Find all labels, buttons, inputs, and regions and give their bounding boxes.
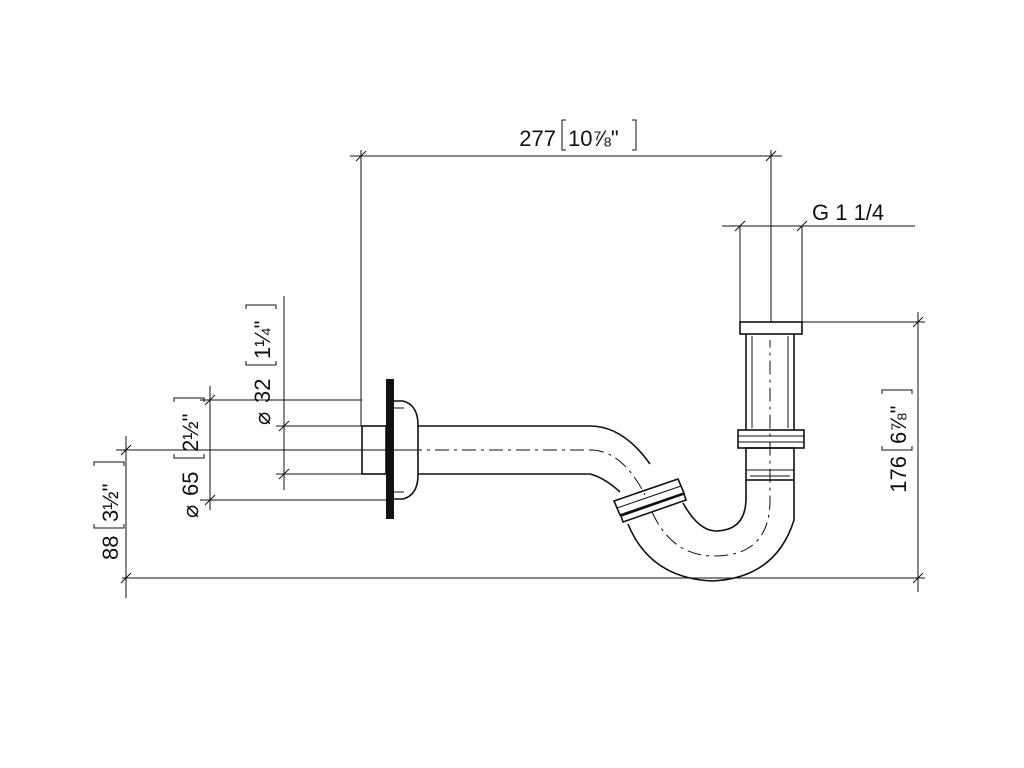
dim-rosette-diameter-inch: 2½"	[178, 414, 203, 452]
dim-width: 277 10⅞"	[350, 119, 782, 426]
dim-pipe-diameter: ⌀ 32 1¼"	[245, 296, 386, 501]
dim-axis-height: 88 3½"	[93, 436, 408, 598]
dim-height: 176 6⅞"	[802, 312, 925, 592]
dim-pipe-diameter-mm: 32	[250, 379, 275, 403]
horizontal-pipe	[418, 425, 651, 493]
dim-axis-height-mm: 88	[98, 536, 123, 560]
dim-pipe-diameter-inch: 1¼"	[250, 321, 275, 359]
dim-width-mm: 277	[519, 126, 556, 151]
u-bend	[627, 480, 795, 582]
dim-pipe-diameter-symbol: ⌀	[250, 412, 275, 425]
dim-height-inch: 6⅞"	[886, 406, 911, 444]
dim-thread: G 1 1/4	[722, 200, 915, 232]
vertical-riser	[737, 321, 805, 481]
dim-rosette-diameter: ⌀ 65 2½"	[173, 386, 284, 518]
dim-rosette-diameter-mm: 65	[178, 472, 203, 496]
center-lines	[408, 340, 771, 557]
wall-plate	[386, 379, 394, 519]
elbow-nut	[612, 478, 688, 524]
tailpiece	[739, 226, 803, 322]
dim-height-mm: 176	[886, 456, 911, 493]
dim-width-inch: 10⅞"	[568, 126, 619, 151]
dim-axis-height-inch: 3½"	[98, 484, 123, 522]
dim-rosette-diameter-symbol: ⌀	[178, 505, 203, 518]
dim-thread-label: G 1 1/4	[812, 200, 884, 225]
